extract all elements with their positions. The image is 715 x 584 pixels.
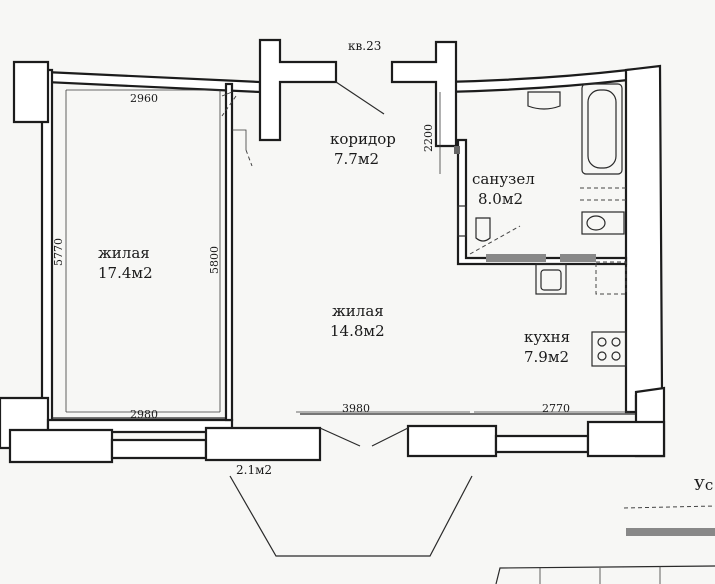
room-area-living-center: 14.8м2 — [330, 322, 385, 340]
dim-top-left: 2960 — [130, 92, 158, 105]
room-area-living-left: 17.4м2 — [98, 264, 153, 282]
dim-bottom-center: 3980 — [342, 402, 370, 415]
stove — [591, 331, 627, 367]
room-area-corridor: 7.7м2 — [334, 150, 379, 168]
partition-door-swing — [221, 95, 253, 167]
bathtub — [581, 83, 623, 175]
bathroom-wall — [456, 138, 628, 266]
bottom-pier-4 — [586, 420, 666, 458]
washing-machine — [581, 211, 625, 235]
balcony-door-left — [319, 427, 361, 447]
balcony-area: 2.1м2 — [236, 463, 272, 477]
corridor-marker — [454, 146, 460, 154]
fridge — [595, 261, 627, 295]
bottom-window-1 — [110, 438, 208, 460]
room-area-bathroom: 8.0м2 — [478, 190, 523, 208]
dim-bottom-right: 2770 — [542, 402, 570, 415]
room-name-bathroom: санузел — [472, 170, 535, 188]
edge-text: Ус — [694, 476, 713, 494]
bathroom-hatch-2 — [560, 254, 596, 262]
neighbour-line-1 — [623, 505, 715, 509]
bottom-pier-1 — [8, 428, 114, 464]
balcony-outline — [229, 475, 473, 557]
bottom-pier-3 — [406, 424, 498, 458]
kitchen-sink — [535, 263, 567, 295]
room-name-living-center: жилая — [332, 302, 384, 320]
partition-left-rooms — [224, 82, 234, 422]
burner-4 — [611, 351, 621, 361]
left-top-pier — [12, 60, 50, 124]
neighbour-hatch — [626, 528, 715, 536]
apartment-label: кв.23 — [348, 39, 381, 53]
sink — [527, 91, 561, 110]
bathtub-inner — [587, 89, 617, 169]
burner-3 — [597, 351, 607, 361]
dim-corridor-depth: 2200 — [422, 124, 435, 152]
entrance-door — [335, 81, 385, 115]
burner-1 — [597, 337, 607, 347]
room-area-kitchen: 7.9м2 — [524, 348, 569, 366]
burner-2 — [611, 337, 621, 347]
room-name-corridor: коридор — [330, 130, 396, 148]
left-wall — [40, 68, 54, 432]
kitchen-sink-bowl — [540, 269, 562, 291]
dim-bottom-left: 2980 — [130, 408, 158, 421]
bathroom-door-leaf — [457, 205, 467, 237]
right-wall — [624, 64, 664, 414]
bathroom-door-swing — [469, 225, 521, 255]
room-name-kitchen: кухня — [524, 328, 570, 346]
entrance-wall-left — [258, 38, 338, 142]
top-wall-right — [438, 68, 630, 94]
dim-left-height: 5770 — [52, 238, 65, 266]
balcony-door-right — [371, 427, 409, 447]
dim-inner-height: 5800 — [208, 246, 221, 274]
neighbour-outline — [495, 565, 715, 584]
bathroom-hatch — [486, 254, 546, 262]
bottom-window-2 — [494, 434, 590, 454]
washing-machine-door — [586, 215, 606, 231]
room-name-living-left: жилая — [98, 244, 150, 262]
bottom-pier-2 — [204, 426, 322, 462]
toilet — [475, 217, 491, 242]
partition-door-mark — [221, 91, 247, 150]
